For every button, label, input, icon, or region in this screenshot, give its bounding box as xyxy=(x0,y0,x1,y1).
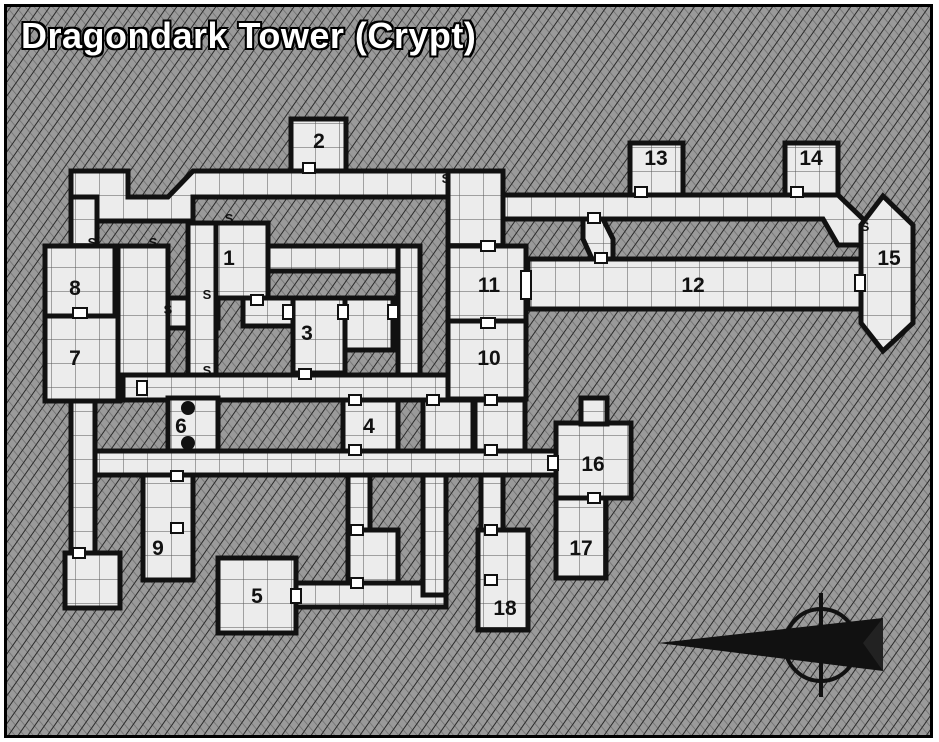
dungeon-floor xyxy=(42,116,916,636)
secret-door-marker: S xyxy=(88,235,97,250)
room-label-7: 7 xyxy=(69,347,81,370)
corridor-lower xyxy=(68,448,559,478)
room-label-6: 6 xyxy=(175,415,187,438)
secret-door-marker: S xyxy=(164,302,173,317)
room-14 xyxy=(782,140,841,198)
secret-doors: S S S S S S S S xyxy=(88,171,870,378)
secret-door-marker: S xyxy=(861,219,870,234)
room-label-13: 13 xyxy=(644,147,667,170)
doors xyxy=(72,162,866,604)
room-17 xyxy=(553,495,609,581)
room-8 xyxy=(42,243,118,319)
room-label-10: 10 xyxy=(477,347,500,370)
room-label-17: 17 xyxy=(569,537,592,560)
room-2 xyxy=(288,116,349,174)
room-12 xyxy=(525,256,864,312)
secret-door-marker: S xyxy=(203,287,212,302)
room-11-top xyxy=(445,168,506,249)
room-label-12: 12 xyxy=(681,274,704,297)
room-label-8: 8 xyxy=(69,277,81,300)
corridor-east xyxy=(500,192,868,248)
room-label-1: 1 xyxy=(223,247,235,270)
room-4-east xyxy=(420,397,476,455)
corridor-room-4-drop xyxy=(345,472,373,533)
room-label-9: 9 xyxy=(152,537,164,560)
compass-rose xyxy=(658,593,883,697)
room-9 xyxy=(140,472,196,583)
room-label-4: 4 xyxy=(363,415,375,438)
room-label-14: 14 xyxy=(799,147,823,170)
room-10-south xyxy=(472,397,528,455)
room-label-11: 11 xyxy=(478,274,501,297)
corridor-room-3-side xyxy=(342,295,396,353)
secret-door-marker: S xyxy=(442,171,451,186)
room-label-15: 15 xyxy=(877,247,901,270)
corridor-room-6-upper xyxy=(185,220,219,391)
map-title: Dragondark Tower (Crypt) xyxy=(21,15,477,56)
room-label-3: 3 xyxy=(301,322,313,345)
secret-door-marker: S xyxy=(225,211,234,226)
corridor-room-3-right xyxy=(395,243,423,381)
room-label-16: 16 xyxy=(581,453,604,476)
corridor-room-18 xyxy=(478,472,506,533)
secret-door-marker: S xyxy=(203,363,212,378)
secret-door-marker: S xyxy=(149,235,158,250)
room-southwest xyxy=(62,550,123,611)
room-label-5: 5 xyxy=(251,585,263,608)
corridor-room-5-vertical xyxy=(420,472,449,598)
room-south-center xyxy=(345,527,401,586)
corridor-west-drop xyxy=(68,398,98,564)
room-label-2: 2 xyxy=(313,130,325,153)
pillars xyxy=(181,401,195,450)
room-15 xyxy=(858,192,916,355)
room-16-north xyxy=(578,395,610,427)
room-7 xyxy=(42,313,123,404)
room-label-18: 18 xyxy=(493,597,517,620)
